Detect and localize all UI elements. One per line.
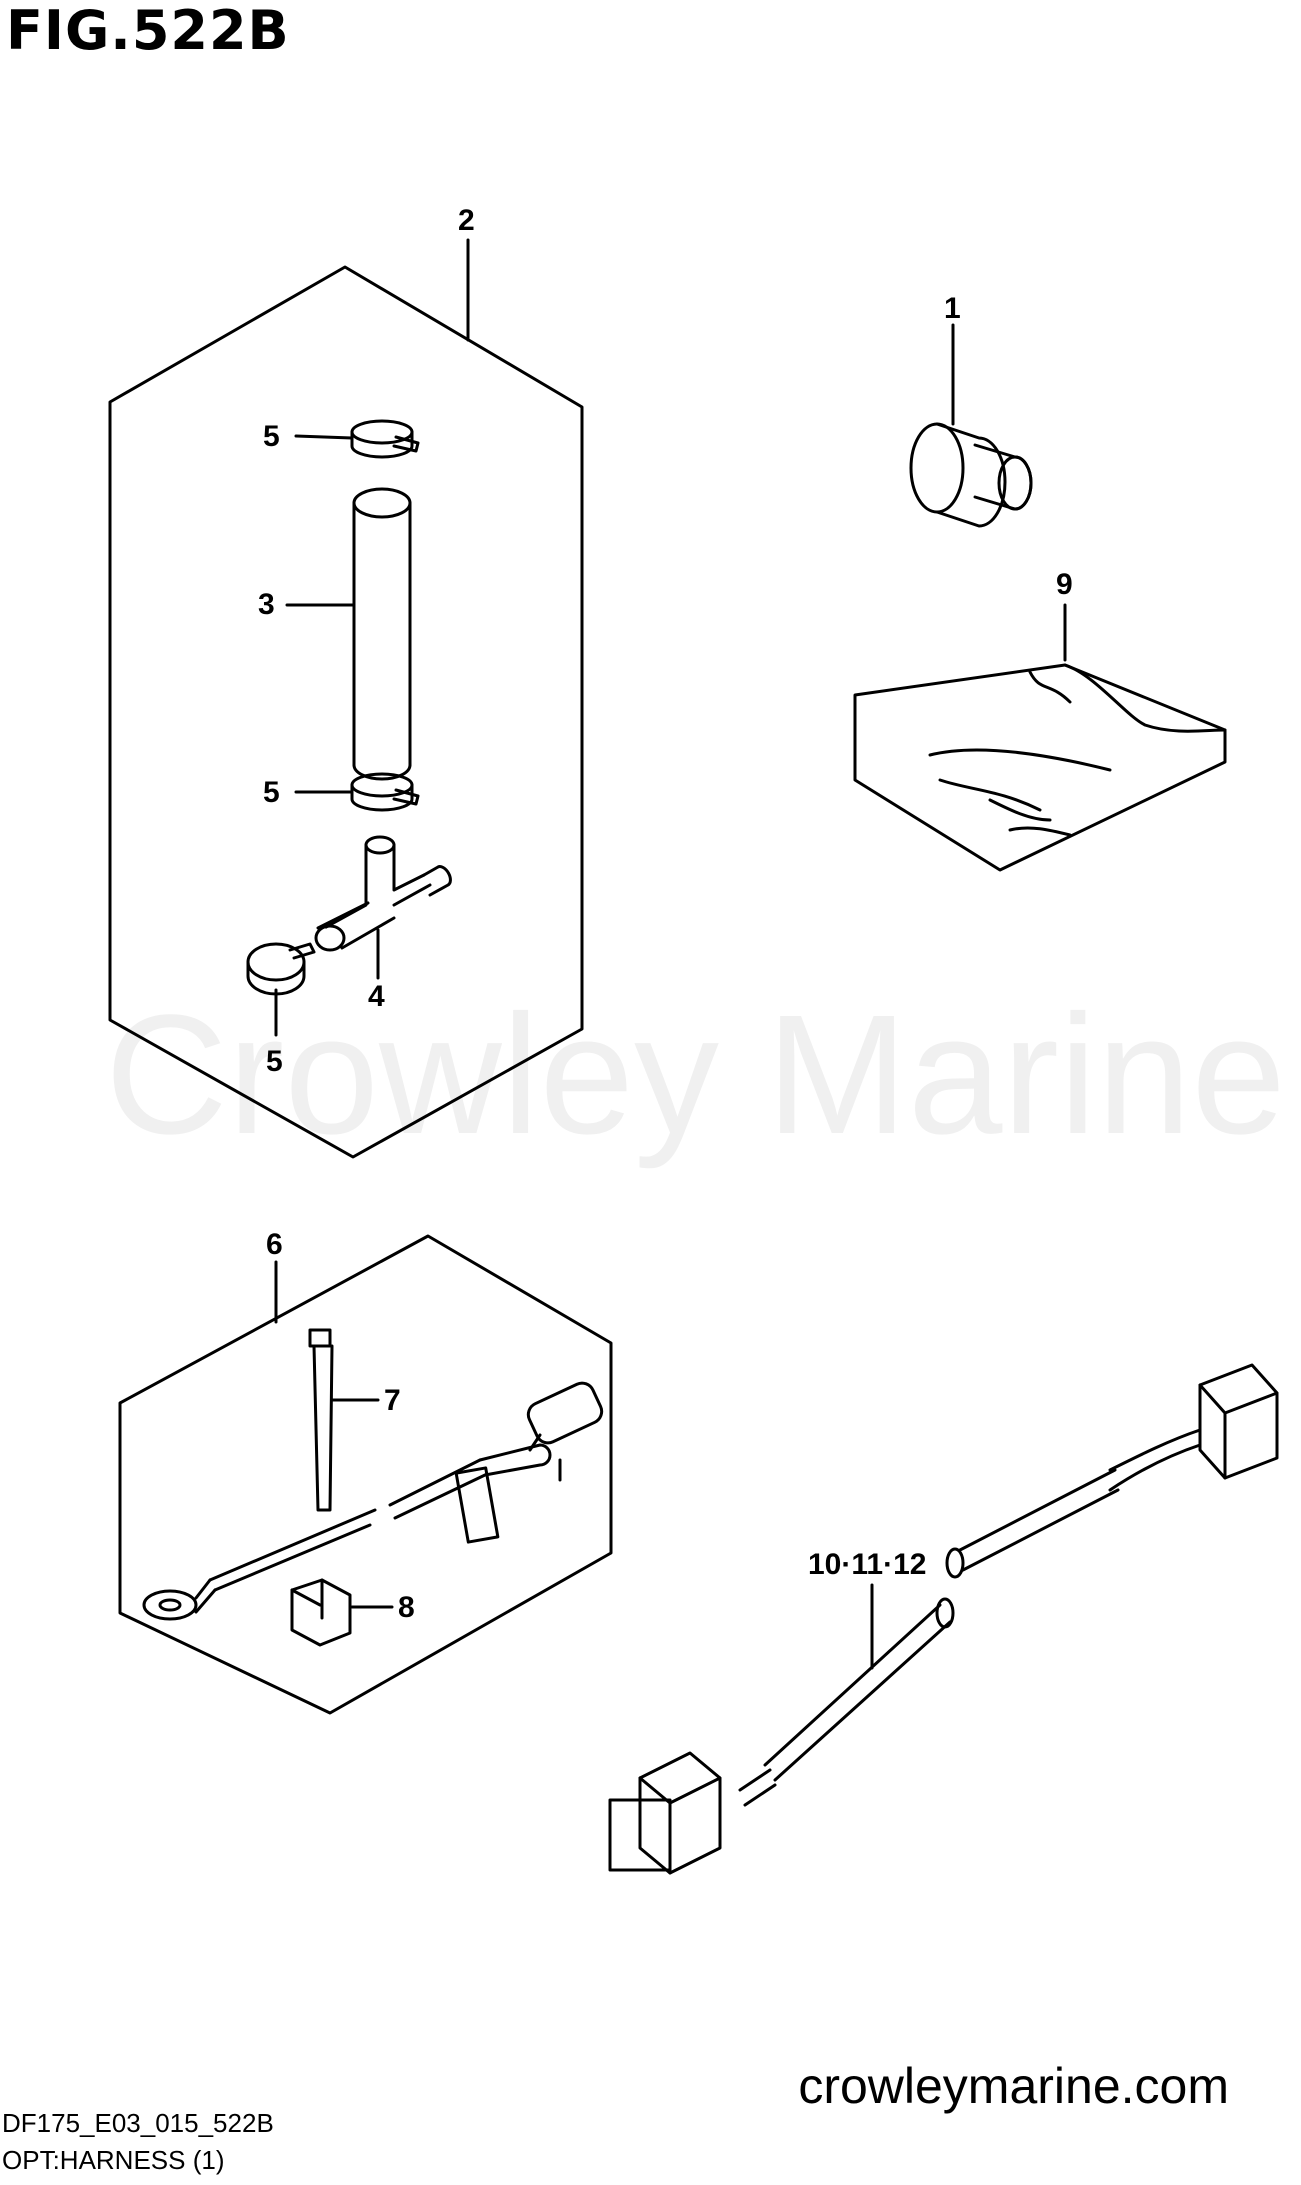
hose-clamp-icon (246, 942, 316, 996)
callout-5-top: 5 (263, 420, 280, 453)
hose-clamp-icon (350, 772, 420, 812)
grease-bag-icon (853, 663, 1227, 872)
leader-5-top (294, 434, 354, 440)
figure-title: FIG.522B (6, 0, 290, 62)
callout-10-11-12: 10·11·12 (808, 1548, 927, 1581)
callout-6: 6 (266, 1228, 283, 1261)
callout-3: 3 (258, 588, 275, 621)
site-url: crowleymarine.com (798, 2058, 1229, 2114)
cable-tie-icon (308, 1328, 334, 1512)
kit-2-outline (108, 265, 584, 1159)
callout-9: 9 (1056, 568, 1073, 601)
callout-4: 4 (368, 980, 385, 1013)
watermark-text: Crowley Marine (105, 980, 1286, 1170)
harness-lead-icon (142, 1381, 604, 1621)
plug-icon (909, 422, 1033, 528)
diagram-caption: OPT:HARNESS (1) (2, 2145, 225, 2175)
callout-8: 8 (398, 1591, 415, 1624)
diagram-code: DF175_E03_015_522B (2, 2108, 274, 2138)
callout-7: 7 (384, 1384, 401, 1417)
hose-icon (352, 487, 412, 781)
callout-1: 1 (944, 292, 961, 325)
callout-5-bot: 5 (266, 1045, 283, 1078)
extension-harness-icon (608, 1363, 1279, 1875)
callout-2: 2 (458, 204, 475, 237)
fuse-icon (290, 1578, 352, 1647)
hose-clamp-icon (350, 419, 420, 459)
t-joint-icon (314, 835, 452, 952)
kit-6-outline (118, 1234, 613, 1715)
callout-5-mid: 5 (263, 776, 280, 809)
